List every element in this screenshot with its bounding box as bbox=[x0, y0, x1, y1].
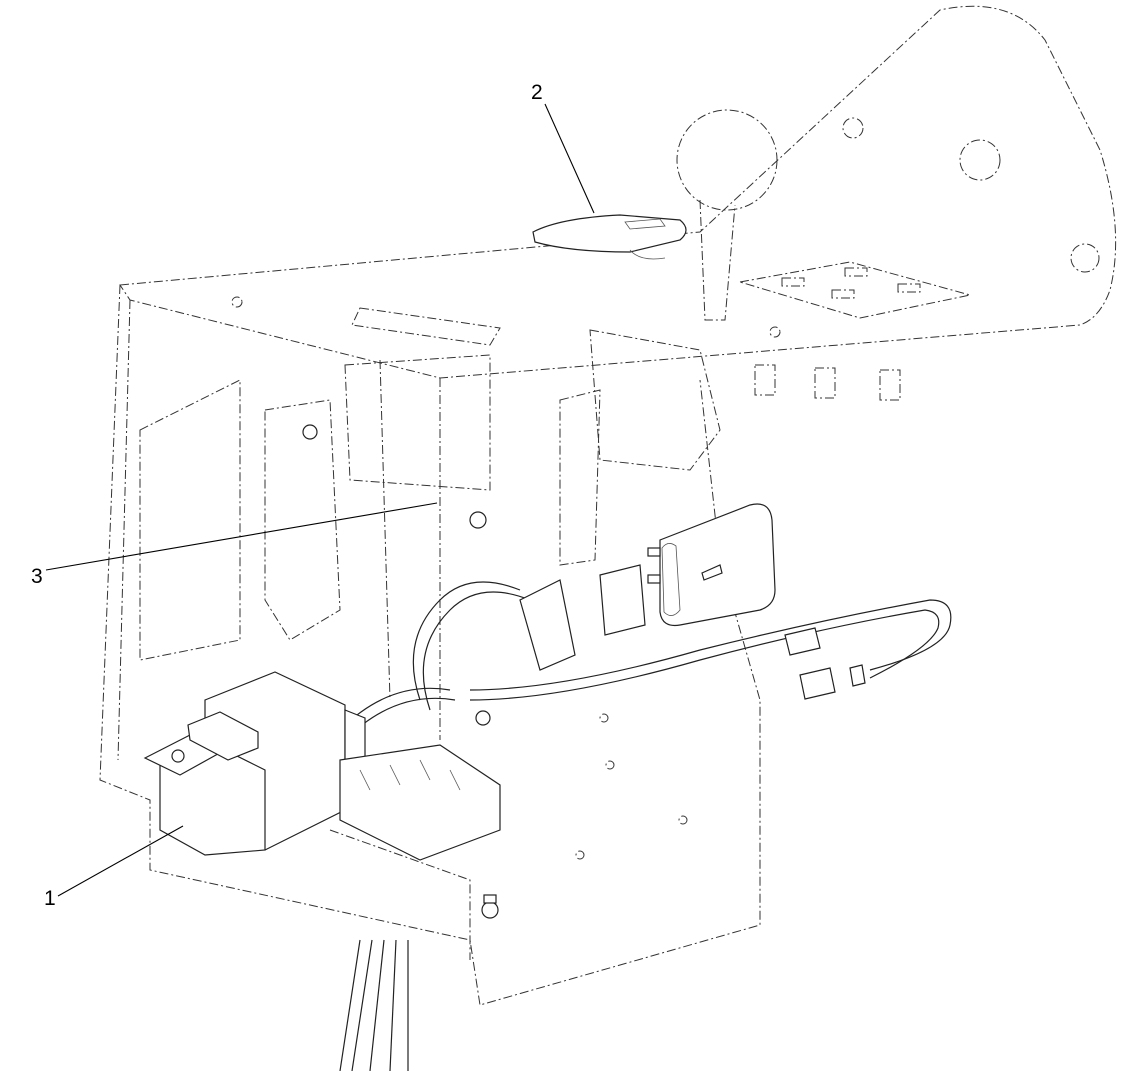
terminal-strip bbox=[264, 354, 901, 641]
callout-label-3: 3 bbox=[31, 565, 43, 588]
relay bbox=[143, 671, 366, 856]
leader-line-3 bbox=[45, 502, 438, 571]
fasteners bbox=[302, 424, 491, 726]
leader-lines bbox=[45, 103, 595, 897]
lever-assembly bbox=[559, 109, 778, 566]
callout-label-1: 1 bbox=[44, 887, 56, 910]
callout-label-2: 2 bbox=[531, 81, 543, 104]
terminal-block bbox=[329, 744, 501, 960]
phantom-panel-outline bbox=[99, 5, 1117, 1006]
leader-line-2 bbox=[544, 103, 595, 214]
switch-lever bbox=[532, 214, 687, 260]
multipin-connector bbox=[647, 503, 776, 627]
panel-decals bbox=[351, 261, 971, 346]
leader-line-1 bbox=[57, 825, 184, 897]
